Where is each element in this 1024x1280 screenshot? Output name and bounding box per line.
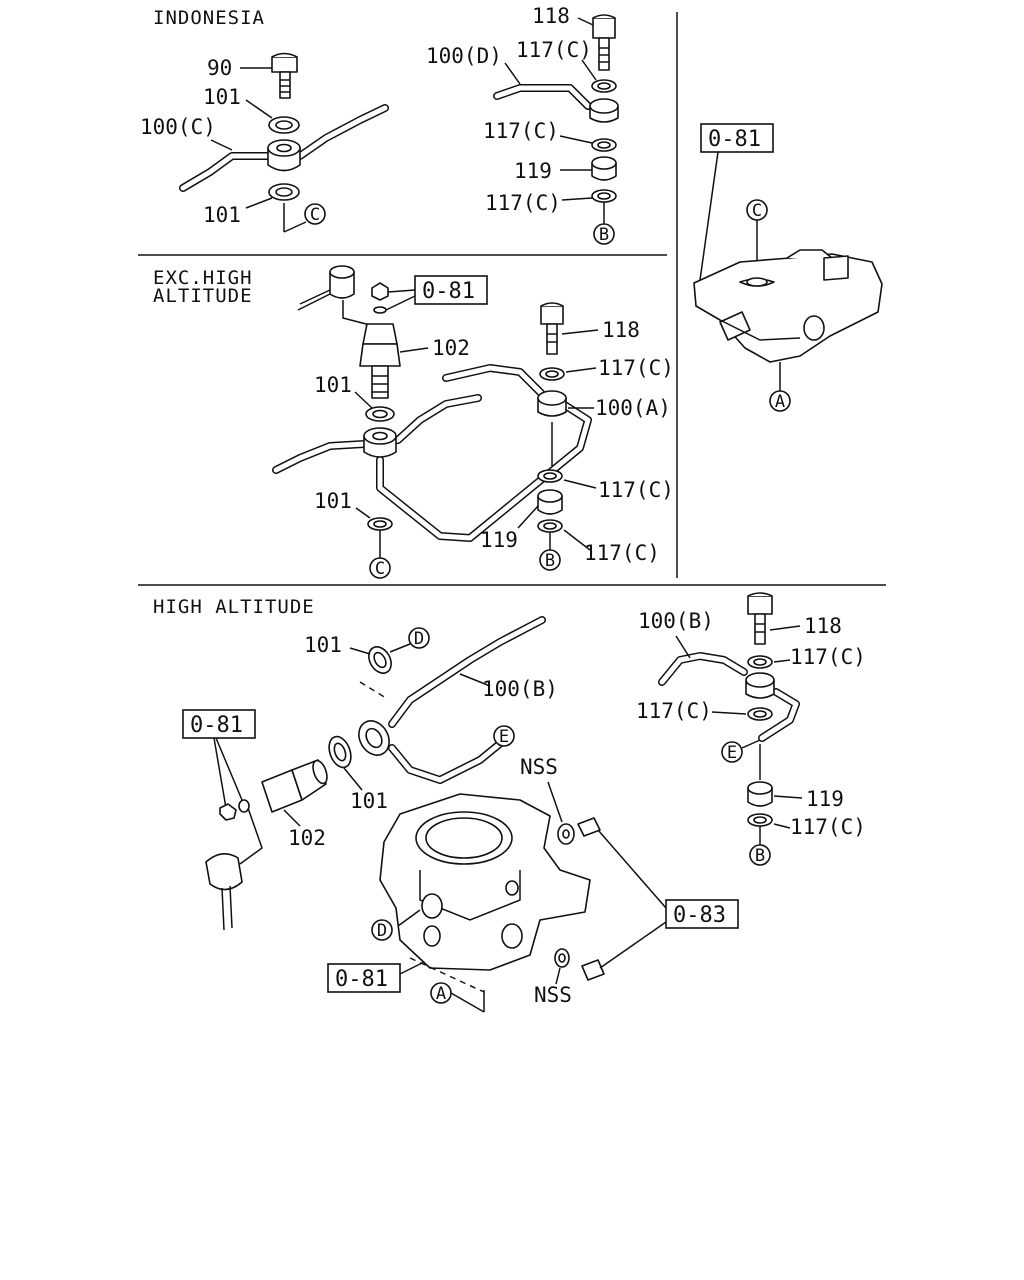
label-102-a: 102 <box>432 336 470 360</box>
label-101-c: 101 <box>314 373 352 397</box>
section-title-indonesia: INDONESIA <box>153 7 265 29</box>
banjo-bolt-90 <box>271 52 298 99</box>
label-117c-f: 117(C) <box>584 541 660 565</box>
label-100d: 100(D) <box>426 44 502 68</box>
label-90: 90 <box>207 56 232 80</box>
ref-box-081-a <box>700 123 774 153</box>
high-altitude-group: 101 D 100(B) E 101 102 0-81 <box>182 592 866 1013</box>
label-118-c: 118 <box>804 614 842 638</box>
callout-e-1: E <box>499 727 509 747</box>
label-101-f: 101 <box>350 789 388 813</box>
indonesia-stack: 118 117(C) 100(D) 117(C) 119 117(C) B <box>426 4 619 245</box>
ref-box-081-b <box>414 275 488 305</box>
ref-081-a: 0-81 <box>708 127 761 152</box>
callout-c-2: C <box>752 201 762 221</box>
label-100c: 100(C) <box>140 115 216 139</box>
ref-081-b: 0-81 <box>422 279 475 304</box>
label-117c-a: 117(C) <box>516 38 592 62</box>
callout-e-2: E <box>727 743 737 763</box>
label-118-a: 118 <box>532 4 570 28</box>
ref-081-d: 0-81 <box>335 967 388 992</box>
label-117c-b: 117(C) <box>483 119 559 143</box>
exc-high-altitude-group: 0-81 102 101 <box>272 265 674 579</box>
ref-box-081-c <box>182 709 256 739</box>
label-119-c: 119 <box>806 787 844 811</box>
label-101-d: 101 <box>314 489 352 513</box>
label-118-b: 118 <box>602 318 640 342</box>
callout-d-2: D <box>377 921 387 941</box>
ref-box-081-d <box>327 963 401 993</box>
label-101-a: 101 <box>203 85 241 109</box>
callout-d-1: D <box>414 629 424 649</box>
indonesia-group: 90 101 100(C) 101 C <box>140 52 389 233</box>
label-100a: 100(A) <box>595 396 671 420</box>
callout-b-2: B <box>545 551 555 571</box>
label-101-e: 101 <box>304 633 342 657</box>
ref-083: 0-83 <box>673 903 726 928</box>
callout-a-2: A <box>436 984 446 1004</box>
label-117c-c: 117(C) <box>485 191 561 215</box>
callout-circle-c-1 <box>304 203 326 225</box>
callout-b-1: B <box>599 225 609 245</box>
ref-081-c: 0-81 <box>190 713 243 738</box>
callout-a-1: A <box>775 392 785 412</box>
label-117c-d: 117(C) <box>598 356 674 380</box>
section-title-high-altitude: HIGH ALTITUDE <box>153 596 315 618</box>
pump-housing <box>693 253 883 363</box>
label-102-b: 102 <box>288 826 326 850</box>
sensor-102 <box>362 323 398 345</box>
label-119-b: 119 <box>480 528 518 552</box>
callout-b-3: B <box>755 846 765 866</box>
label-nss-a: NSS <box>520 755 558 779</box>
label-117c-h: 117(C) <box>636 699 712 723</box>
label-117c-e: 117(C) <box>598 478 674 502</box>
label-117c-g: 117(C) <box>790 645 866 669</box>
callout-c-3: C <box>375 559 385 579</box>
label-100b-a: 100(B) <box>482 677 558 701</box>
section-title-exc-high-2: ALTITUDE <box>153 285 253 307</box>
pump-body-right: 0-81 C A <box>693 123 883 412</box>
label-119-a: 119 <box>514 159 552 183</box>
label-nss-b: NSS <box>534 983 572 1007</box>
callout-c-1: C <box>310 205 320 225</box>
ref-box-083 <box>665 899 739 929</box>
label-101-b: 101 <box>203 203 241 227</box>
label-100b-b: 100(B) <box>638 609 714 633</box>
label-117c-i: 117(C) <box>790 815 866 839</box>
section-title-exc-high-1: EXC.HIGH <box>153 267 253 289</box>
